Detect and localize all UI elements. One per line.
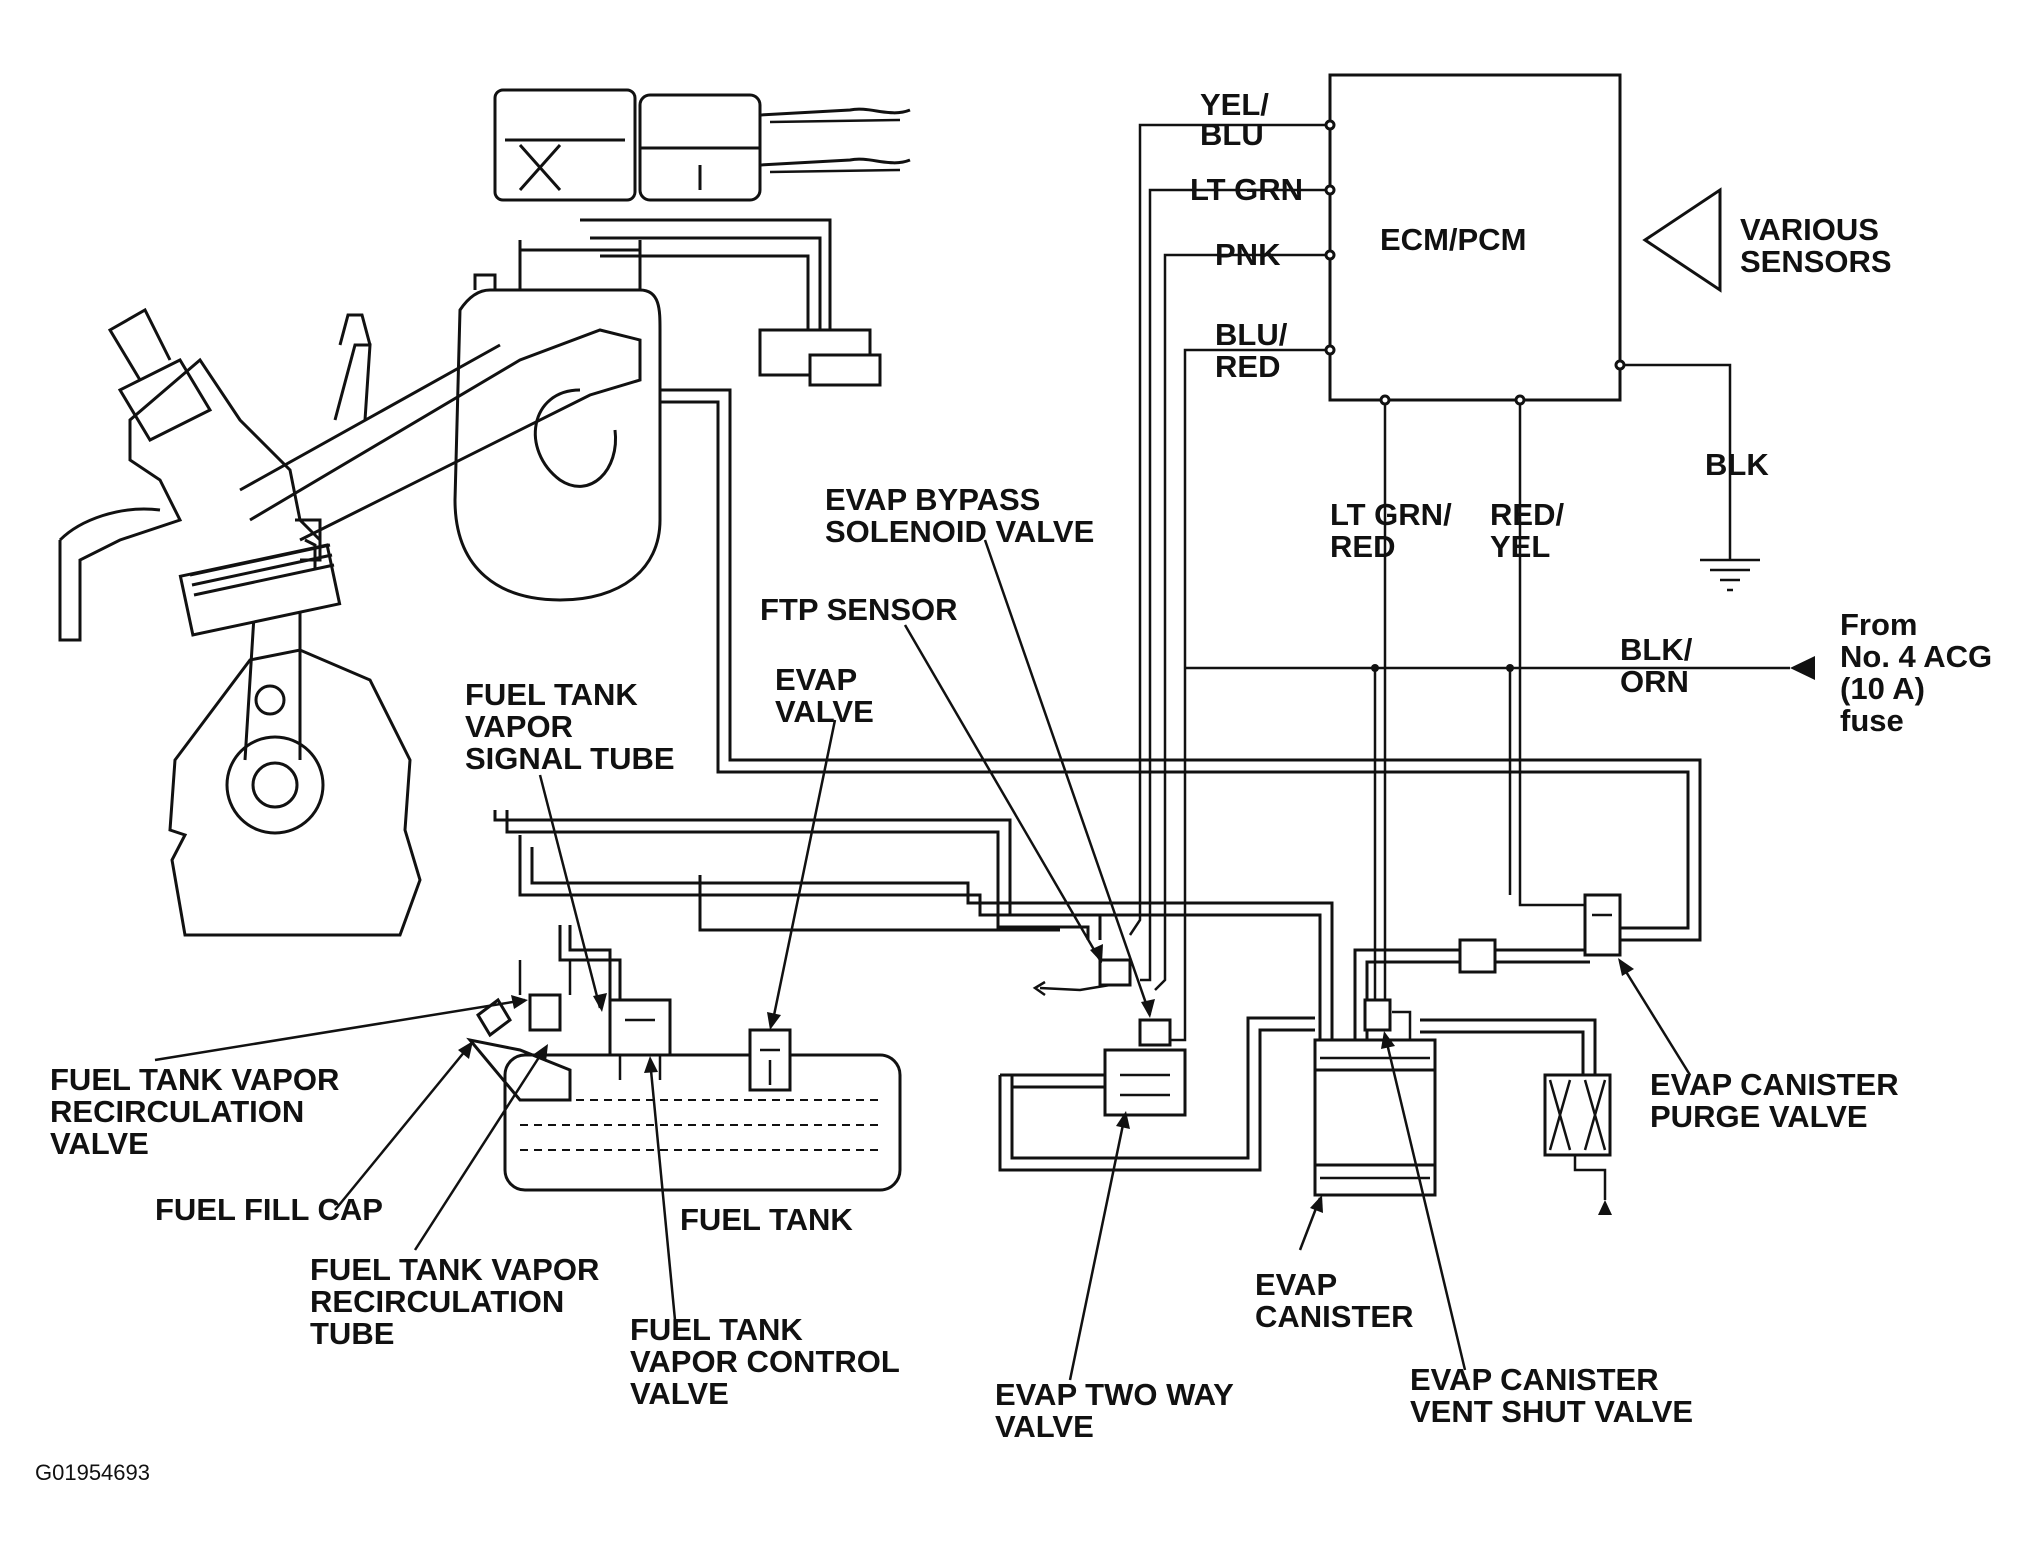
label-purge-valve-1: EVAP CANISTER <box>1650 1067 1899 1102</box>
wire-label-lt-grn: LT GRN <box>1190 172 1303 207</box>
engine-illustration <box>58 307 642 937</box>
label-recirc-valve-1: FUEL TANK VAPOR <box>50 1062 339 1097</box>
label-recirc-valve-3: VALVE <box>50 1126 149 1161</box>
wire-label-blu-red-1: BLU/ <box>1215 317 1288 352</box>
label-canister-1: EVAP <box>1255 1267 1337 1302</box>
wire-label-blu-red-2: RED <box>1215 349 1280 384</box>
label-vapor-control-1: FUEL TANK <box>630 1312 803 1347</box>
ecm-pcm-box <box>1328 73 1622 402</box>
evap-canister-vent-shut-valve <box>1363 998 1392 1032</box>
air-filter <box>1543 1073 1612 1157</box>
label-signal-tube-3: SIGNAL TUBE <box>465 741 675 776</box>
label-two-way-1: EVAP TWO WAY <box>995 1377 1234 1412</box>
label-recirc-tube-2: RECIRCULATION <box>310 1284 564 1319</box>
wire-label-blk: BLK <box>1705 447 1769 482</box>
fuse-source-line1: From <box>1840 607 1918 642</box>
fuse-source-line3: (10 A) <box>1840 671 1925 706</box>
label-evap-bypass-2: SOLENOID VALVE <box>825 514 1094 549</box>
fuel-tank-vapor-control-valve <box>608 998 672 1057</box>
fuel-tank-vapor-recirculation-valve <box>528 993 562 1032</box>
label-signal-tube-1: FUEL TANK <box>465 677 638 712</box>
evap-canister <box>1313 1038 1437 1197</box>
wire-label-blk-orn-2: ORN <box>1620 664 1689 699</box>
label-purge-valve-2: PURGE VALVE <box>1650 1099 1868 1134</box>
label-fuel-tank: FUEL TANK <box>680 1202 853 1237</box>
label-signal-tube-2: VAPOR <box>465 709 573 744</box>
wire-label-blk-orn-1: BLK/ <box>1620 632 1693 667</box>
label-vent-shut-2: VENT SHUT VALVE <box>1410 1394 1693 1429</box>
fuse-source-line2: No. 4 ACG <box>1840 639 1992 674</box>
ecm-pcm-label: ECM/PCM <box>1380 222 1526 257</box>
wire-label-yel-blu-1: YEL/ <box>1200 87 1269 122</box>
leader-lines <box>154 539 1692 1381</box>
intake-throttle-body <box>453 88 911 602</box>
wire-label-yel-blu-2: BLU <box>1200 117 1264 152</box>
wire-label-lt-grn-red-1: LT GRN/ <box>1330 497 1452 532</box>
label-vapor-control-3: VALVE <box>630 1376 729 1411</box>
label-two-way-2: VALVE <box>995 1409 1094 1444</box>
evap-canister-purge-valve <box>1583 893 1622 957</box>
evap-two-way-valve <box>1103 1048 1187 1117</box>
label-recirc-tube-3: TUBE <box>310 1316 394 1351</box>
various-sensors-line2: SENSORS <box>1740 244 1892 279</box>
label-evap-valve-2: VALVE <box>775 694 874 729</box>
purge-line <box>660 388 1702 942</box>
various-sensors-line1: VARIOUS <box>1740 212 1879 247</box>
figure-id: G01954693 <box>35 1460 150 1485</box>
label-evap-bypass-1: EVAP BYPASS <box>825 482 1040 517</box>
vapor-tubes <box>493 810 1597 1172</box>
label-canister-2: CANISTER <box>1255 1299 1413 1334</box>
various-sensors-arrow <box>1642 187 1722 293</box>
label-vent-shut-1: EVAP CANISTER <box>1410 1362 1659 1397</box>
label-vapor-control-2: VAPOR CONTROL <box>630 1344 900 1379</box>
label-recirc-valve-2: RECIRCULATION <box>50 1094 304 1129</box>
evap-bypass-solenoid-valve <box>1138 1018 1172 1047</box>
wire-label-red-yel-1: RED/ <box>1490 497 1564 532</box>
wire-label-red-yel-2: YEL <box>1490 529 1550 564</box>
label-evap-valve-1: EVAP <box>775 662 857 697</box>
wire-label-lt-grn-red-2: RED <box>1330 529 1395 564</box>
ftp-sensor <box>1098 958 1132 987</box>
label-fuel-fill-cap: FUEL FILL CAP <box>155 1192 383 1227</box>
fuse-source-line4: fuse <box>1840 703 1904 738</box>
label-ftp-sensor: FTP SENSOR <box>760 592 958 627</box>
fuel-tank <box>466 997 902 1192</box>
wire-label-pnk: PNK <box>1215 237 1281 272</box>
label-recirc-tube-1: FUEL TANK VAPOR <box>310 1252 599 1287</box>
